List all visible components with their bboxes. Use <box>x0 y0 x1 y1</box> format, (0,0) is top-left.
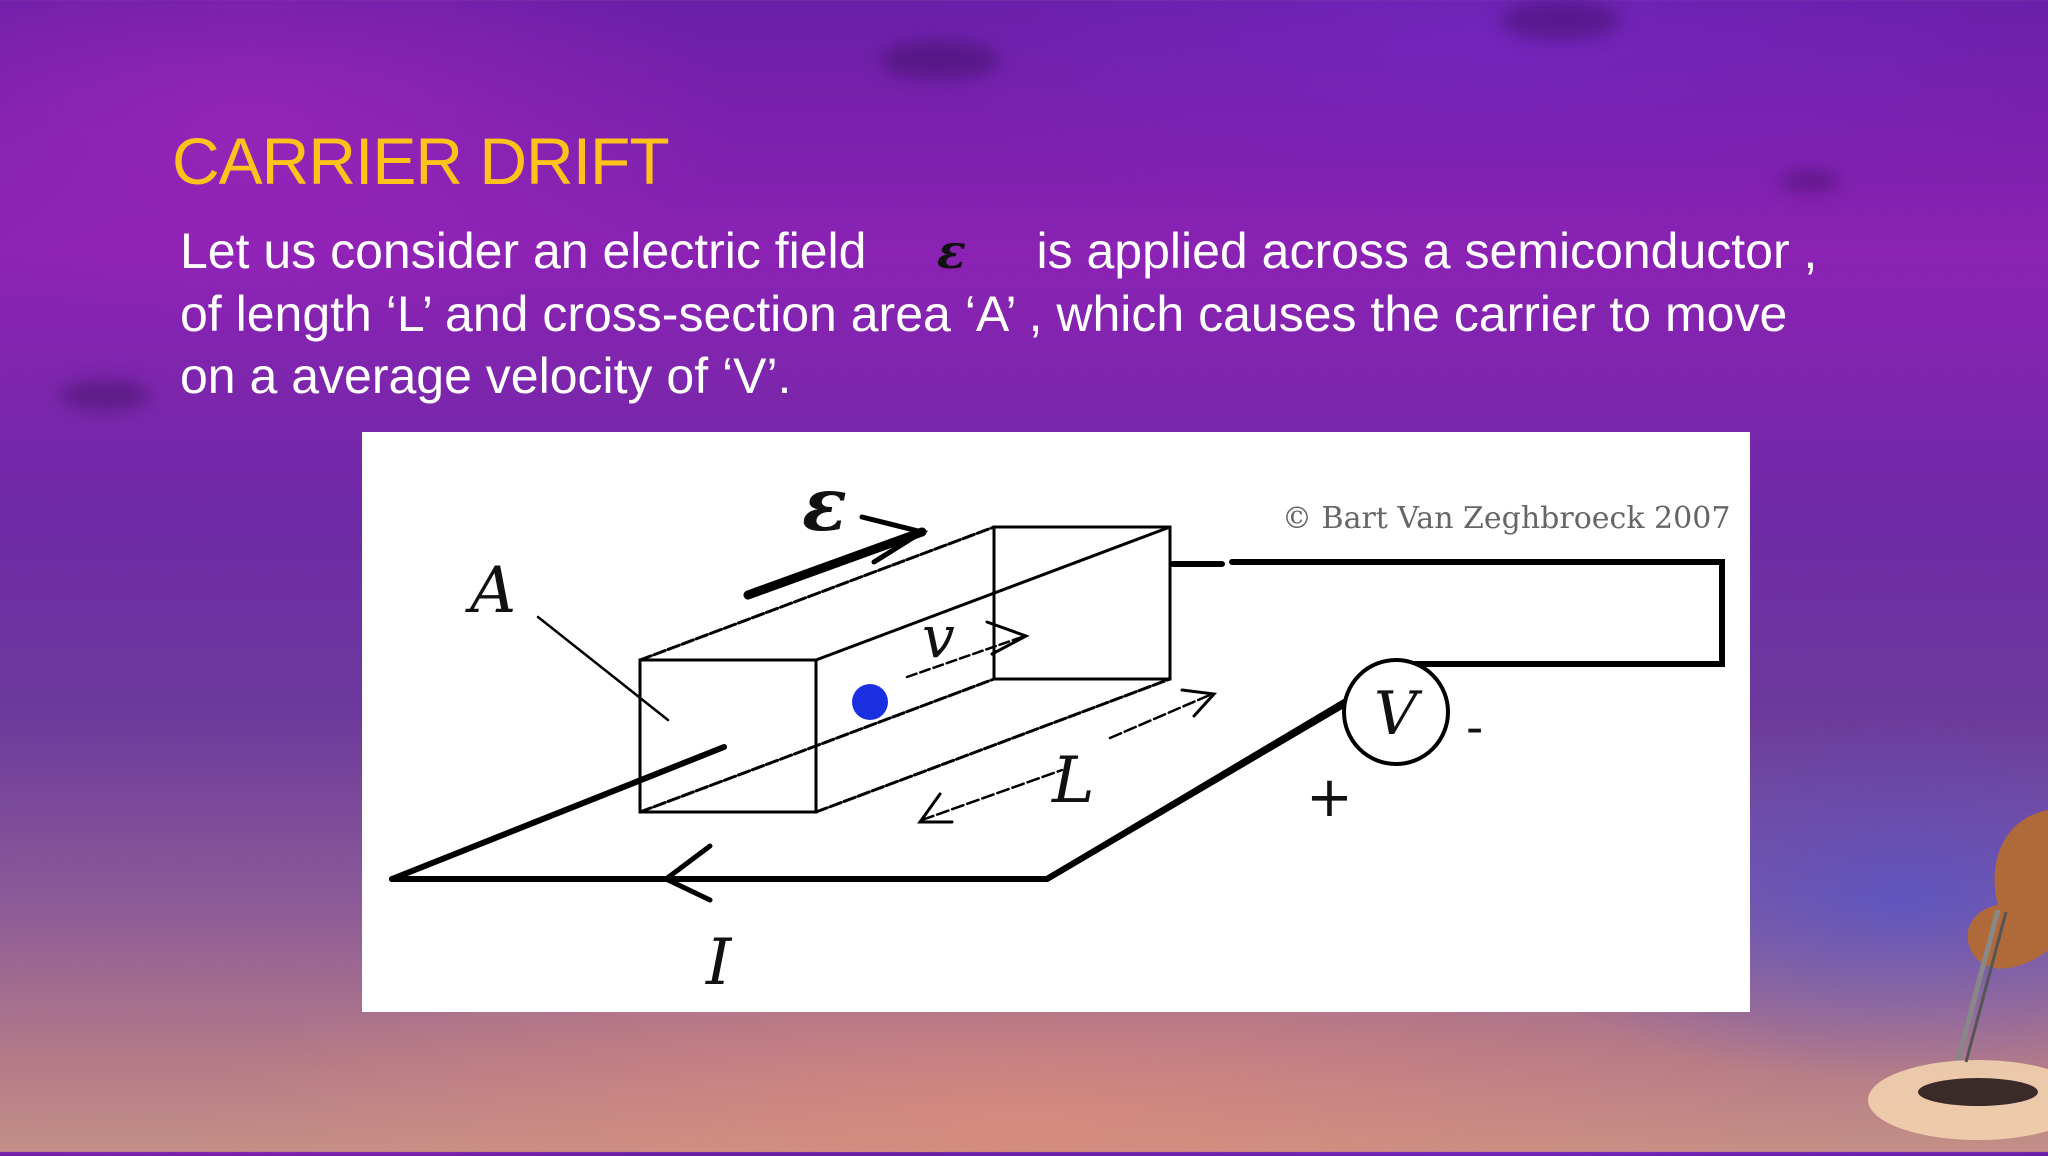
field-arrow <box>743 527 927 600</box>
body-line-2: of length ‘L’ and cross-section area ‘A’… <box>180 286 1788 342</box>
voltmeter-label: V <box>1374 679 1423 749</box>
slide-body: Let us consider an electric field ε is app… <box>180 220 1880 407</box>
length-label: L <box>1051 744 1095 818</box>
plus-label: + <box>1306 765 1353 830</box>
current-arrow-head <box>661 843 713 903</box>
minus-label: - <box>1466 700 1483 756</box>
body-line-1-end: is applied across a semiconductor , <box>1036 223 1818 279</box>
carrier-drift-diagram: © Bart Van Zeghbroeck 2007 ε A v L I V +… <box>362 432 1750 1012</box>
carrier-dot <box>852 684 888 720</box>
velocity-label: v <box>922 603 955 671</box>
slide-title: CARRIER DRIFT <box>172 124 670 198</box>
body-line-1: Let us consider an electric field ε is app… <box>180 220 1880 283</box>
field-label: ε <box>802 462 847 548</box>
hand-tweezers-decoration <box>1848 810 2048 1152</box>
circuit-wire <box>389 559 1725 882</box>
current-label: I <box>705 926 733 1000</box>
voltmeter-circle <box>1342 658 1450 766</box>
length-arrow-right <box>1108 692 1214 740</box>
bar-front-face <box>638 658 818 814</box>
velocity-arrow <box>905 635 1024 679</box>
area-pointer-line <box>536 615 670 722</box>
wire-bottom-right <box>1044 691 1365 882</box>
wire-to-box <box>389 744 727 882</box>
body-line-3: on a average velocity of ‘V’. <box>180 348 792 404</box>
copyright-label: © Bart Van Zeghbroeck 2007 <box>1282 501 1730 536</box>
area-label: A <box>465 554 516 628</box>
electric-field-symbol: ε <box>936 224 967 280</box>
bar-back-face <box>992 525 1172 681</box>
body-line-1-start: Let us consider an electric field <box>180 223 867 279</box>
diagram-svg: © Bart Van Zeghbroeck 2007 ε A v L I V +… <box>389 462 1730 1000</box>
length-arrow-left <box>920 768 1064 822</box>
